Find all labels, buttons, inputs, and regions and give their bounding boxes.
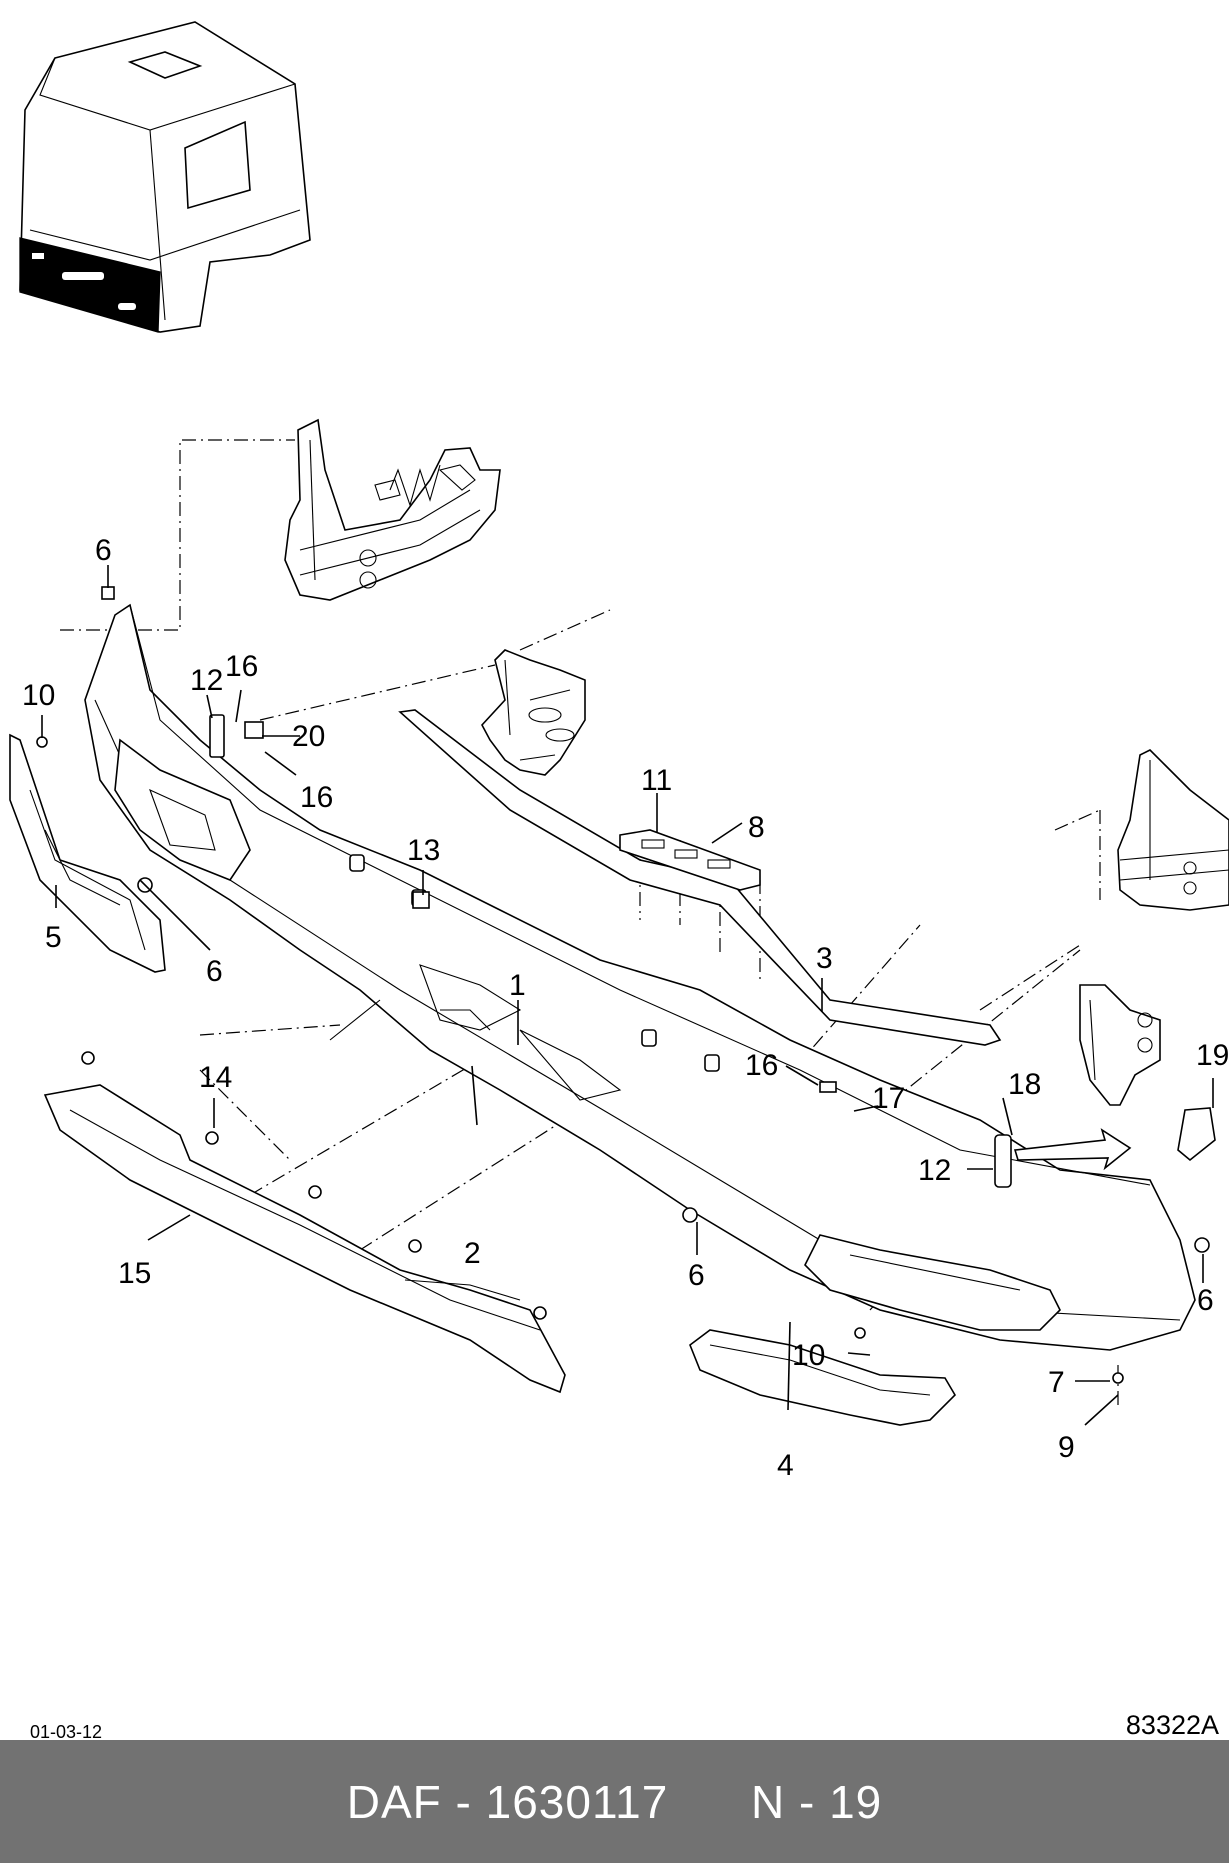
- brand-label: DAF: [346, 1775, 442, 1828]
- callout-7: 7: [1048, 1366, 1065, 1399]
- callout-9: 9: [1058, 1431, 1075, 1464]
- callout-13: 13: [407, 834, 440, 867]
- callout-12-left: 12: [190, 664, 223, 697]
- right-mounting-bracket: [1117, 749, 1229, 911]
- callout-1: 1: [509, 969, 526, 1002]
- callout-11: 11: [641, 764, 672, 797]
- part-reference-banner: DAF - 1630117 N - 19: [0, 1740, 1229, 1863]
- callout-16-top: 16: [225, 650, 258, 683]
- part-reference-text: DAF - 1630117 N - 19: [347, 1775, 883, 1829]
- part-number: 1630117: [485, 1775, 669, 1828]
- page-reference: N - 19: [750, 1775, 883, 1828]
- center-mounting-bracket: [481, 649, 586, 776]
- separator: -: [441, 1775, 486, 1828]
- drawing-number: 83322A: [1125, 1710, 1219, 1740]
- callout-8: 8: [748, 811, 765, 844]
- callout-5: 5: [45, 921, 62, 954]
- bumper-body: [84, 603, 1196, 1351]
- callout-4: 4: [777, 1449, 794, 1482]
- callout-16-mid: 16: [300, 781, 333, 814]
- right-bezel: [689, 1329, 957, 1426]
- callout-14: 14: [199, 1061, 232, 1094]
- date-code: 01-03-12: [30, 1722, 103, 1742]
- mounting-plate: [619, 829, 761, 891]
- side-clip-parts: [994, 1107, 1216, 1188]
- callout-20: 20: [292, 720, 325, 753]
- callout-labels: 6 10 12 16 20 16 13 11 8 3 1 5 6 14 15 2…: [22, 534, 1229, 1482]
- callout-19: 19: [1196, 1039, 1229, 1072]
- left-mounting-bracket: [284, 418, 501, 601]
- callout-16-right: 16: [745, 1049, 778, 1082]
- callout-6-right: 6: [1197, 1284, 1214, 1317]
- leader-lines: [41, 565, 1214, 1426]
- exploded-parts-diagram: 6 10 12 16 20 16 13 11 8 3 1 5 6 14 15 2…: [9, 21, 1229, 1482]
- callout-17: 17: [872, 1082, 905, 1115]
- callout-12-right: 12: [918, 1154, 951, 1187]
- cab-overview-illustration: [19, 21, 311, 333]
- left-bezel: [9, 733, 166, 973]
- callout-6-top: 6: [95, 534, 112, 567]
- callout-10-right: 10: [792, 1339, 825, 1372]
- callout-15: 15: [118, 1257, 151, 1290]
- callout-10-left: 10: [22, 679, 55, 712]
- callout-18: 18: [1008, 1068, 1041, 1101]
- callout-6-center: 6: [688, 1259, 705, 1292]
- fasteners: [36, 586, 1210, 1384]
- lower-right-bracket: [1079, 984, 1161, 1106]
- callout-6-left: 6: [206, 955, 223, 988]
- lower-spoiler: [43, 1084, 566, 1394]
- callout-2: 2: [464, 1237, 481, 1270]
- callout-3: 3: [816, 942, 833, 975]
- spacer: [668, 1776, 751, 1828]
